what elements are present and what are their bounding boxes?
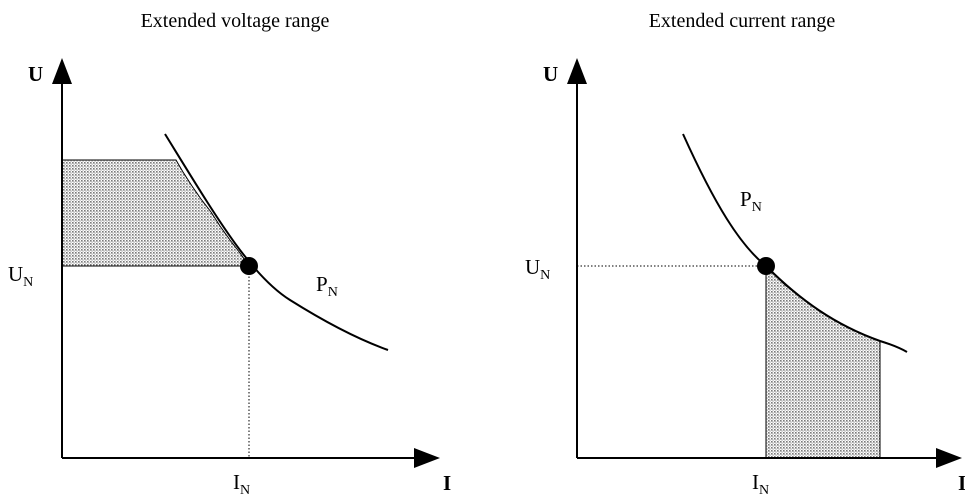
right-power-curve	[682, 133, 908, 353]
right-i-label: IN	[752, 470, 769, 497]
left-i-label: IN	[233, 470, 250, 497]
left-operating-point	[240, 257, 258, 275]
left-u-label: UN	[8, 262, 33, 290]
left-y-axis-arrow	[52, 58, 72, 84]
left-shaded-region	[61, 159, 250, 267]
right-diagram: Extended current range U I UN IN PN	[525, 10, 965, 497]
right-y-axis-label: U	[543, 62, 558, 86]
right-u-label: UN	[525, 255, 550, 283]
right-x-axis-arrow	[936, 448, 962, 468]
right-p-label: PN	[740, 187, 762, 215]
right-diagram-title: Extended current range	[649, 10, 836, 32]
left-x-axis-arrow	[414, 448, 440, 468]
left-diagram-title: Extended voltage range	[141, 10, 330, 32]
left-x-axis-label: I	[443, 471, 451, 495]
left-power-curve	[164, 133, 389, 351]
left-diagram: Extended voltage range U I UN IN PN	[8, 10, 451, 497]
right-shaded-region	[765, 264, 881, 459]
right-y-axis-arrow	[567, 58, 587, 84]
left-p-label: PN	[316, 272, 338, 300]
left-y-axis-label: U	[28, 62, 43, 86]
right-operating-point	[757, 257, 775, 275]
right-x-axis-label: I	[958, 471, 965, 495]
